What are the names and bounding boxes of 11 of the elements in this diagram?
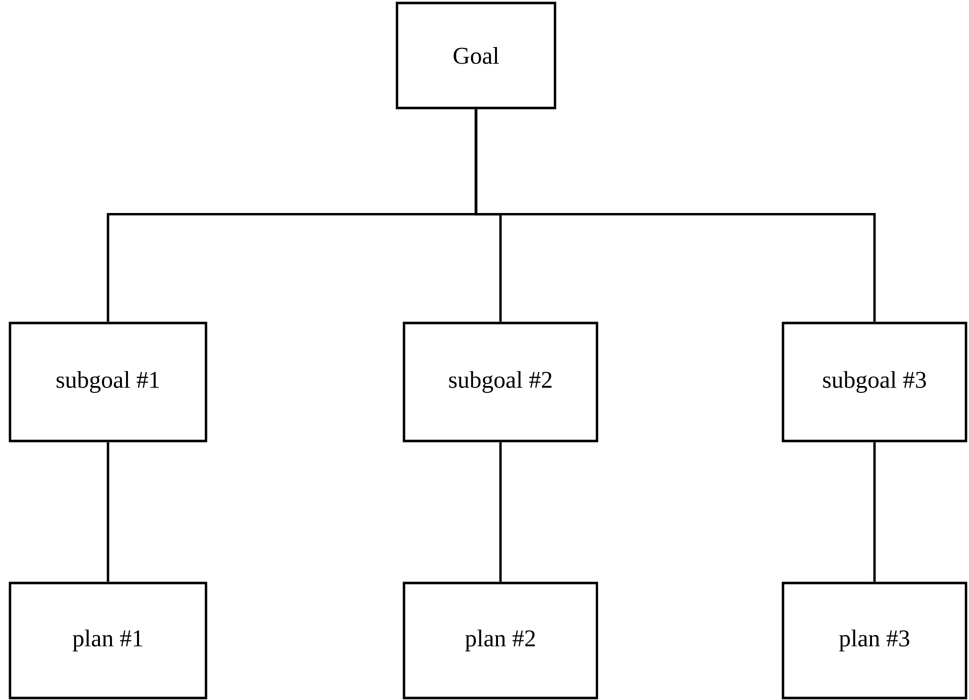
box: subgoal #3 [782, 322, 968, 442]
box: Goal [396, 2, 556, 110]
box: subgoal #2 [402, 322, 598, 442]
box: plan #2 [402, 582, 598, 700]
connector-line [474, 109, 876, 322]
connector-line [499, 442, 502, 582]
connector-line [873, 442, 876, 582]
connector-line [106, 442, 110, 582]
box: subgoal #1 [8, 322, 208, 442]
box: plan #3 [782, 582, 968, 700]
box: plan #1 [8, 582, 208, 700]
